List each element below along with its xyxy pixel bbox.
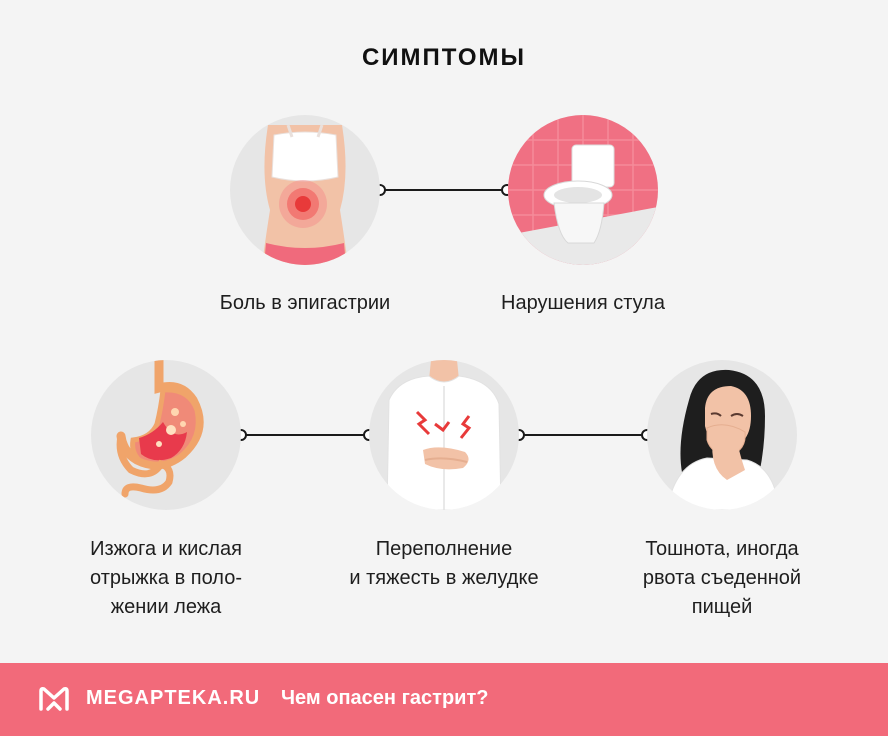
symptom-label-heartburn: Изжога и кислая отрыжка в поло- жении ле… bbox=[90, 538, 242, 618]
symptom-image-heartburn bbox=[91, 360, 241, 510]
toilet-icon bbox=[508, 115, 658, 265]
symptom-label-epigastric-pain: Боль в эпигастрии bbox=[219, 292, 391, 314]
megapteka-logo-icon bbox=[39, 687, 69, 711]
symptom-label-stool-disorder: Нарушения стула bbox=[501, 292, 665, 314]
symptom-image-nausea bbox=[647, 360, 797, 510]
page-title: СИМПТОМЫ bbox=[361, 44, 527, 71]
symptom-image-stool-disorder bbox=[508, 115, 658, 265]
footer-bar: MEGAPTEKA.RU Чем опасен гастрит? bbox=[0, 663, 888, 736]
symptom-image-epigastric-pain bbox=[230, 115, 380, 265]
torso-pain-icon bbox=[262, 124, 348, 265]
footer-tagline: Чем опасен гастрит? bbox=[281, 687, 489, 709]
abdominal-discomfort-icon bbox=[386, 360, 502, 510]
symptom-label-fullness: Переполнение и тяжесть в желудке bbox=[349, 538, 539, 589]
brand-name[interactable]: MEGAPTEKA.RU bbox=[86, 687, 261, 709]
stomach-icon bbox=[116, 360, 204, 498]
symptom-image-fullness bbox=[369, 360, 519, 510]
symptom-label-nausea: Тошнота, иногда рвота съеденной пищей bbox=[642, 538, 802, 618]
nausea-woman-icon bbox=[666, 369, 780, 510]
